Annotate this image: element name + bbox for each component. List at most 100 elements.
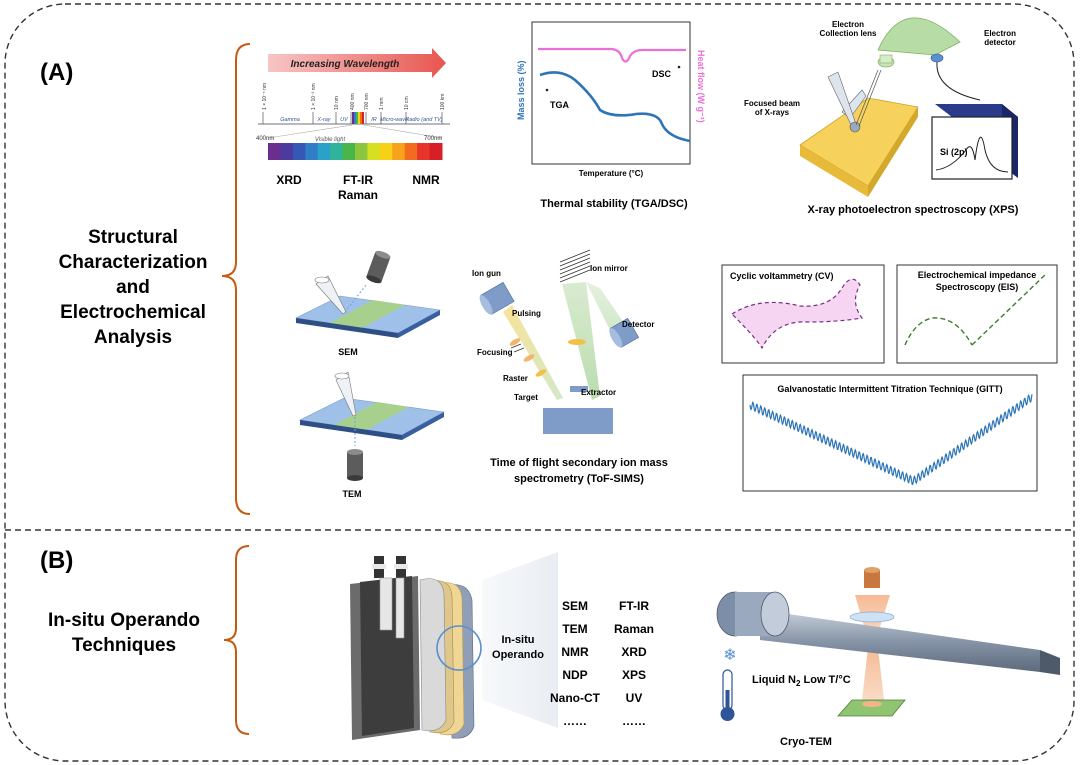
detector-label: Detector bbox=[622, 320, 654, 329]
nm-left: 400nm bbox=[256, 136, 274, 142]
eis-label-1: Electrochemical impedance bbox=[918, 270, 1037, 280]
svg-text:1 × 10⁻⁵ nm: 1 × 10⁻⁵ nm bbox=[262, 83, 268, 110]
tga-axis-label: Mass loss (%) bbox=[516, 60, 526, 120]
zoom-circle bbox=[436, 625, 482, 671]
visible-strip-small bbox=[352, 112, 364, 124]
svg-text:Gamma: Gamma bbox=[280, 117, 300, 123]
svg-text:X-ray: X-ray bbox=[316, 117, 331, 123]
spectrum-color-band bbox=[305, 143, 319, 160]
wavelength-arrow-label: Increasing Wavelength bbox=[291, 59, 400, 70]
technique-raman: Raman bbox=[614, 622, 654, 636]
technique-more-left: …… bbox=[563, 714, 587, 728]
svg-text:Electrochemical: Electrochemical bbox=[60, 302, 206, 323]
thermal-x-label: Temperature (°C) bbox=[579, 169, 644, 178]
focusing-label: Focusing bbox=[477, 348, 513, 357]
technique-ndp: NDP bbox=[562, 668, 587, 682]
cryo-caption: Cryo-TEM bbox=[780, 736, 832, 748]
technique-uv: UV bbox=[626, 691, 643, 705]
panel-a-label: Structural Characterization and Electroc… bbox=[59, 227, 208, 348]
dsc-axis-label: Heat flow (W g⁻¹) bbox=[696, 50, 706, 123]
eis-semicircle bbox=[904, 317, 973, 346]
sem-diagram: SEM bbox=[295, 250, 441, 357]
tga-curve bbox=[539, 71, 691, 143]
svg-text:1 mm: 1 mm bbox=[379, 98, 385, 111]
spectrum-color-band bbox=[392, 143, 406, 160]
tof-sims-diagram: Ion gun Ion mirror Pulsing Detector Focu… bbox=[472, 249, 668, 485]
ion-gun-label: Ion gun bbox=[472, 269, 501, 278]
ion-mirror bbox=[559, 249, 591, 283]
technique-list: SEM TEM NMR NDP Nano-CT …… FT-IR Raman X… bbox=[550, 599, 654, 728]
svg-text:IR: IR bbox=[371, 117, 377, 123]
band-labels: Gamma X-ray UV IR Micro-wave Radio (and … bbox=[280, 117, 443, 123]
svg-text:Analysis: Analysis bbox=[94, 327, 172, 348]
spectrum-color-band bbox=[367, 143, 381, 160]
battery-cell: In-situ Operando bbox=[350, 552, 558, 740]
sem-label: SEM bbox=[338, 347, 358, 357]
cv-curve bbox=[731, 278, 864, 350]
sem-detector bbox=[366, 250, 391, 284]
panel-b-bracket bbox=[223, 545, 250, 735]
visible-light-label: Visible light bbox=[315, 137, 346, 143]
technique-nano-ct: Nano-CT bbox=[550, 691, 601, 705]
xps-caption: X-ray photoelectron spectroscopy (XPS) bbox=[808, 204, 1019, 216]
method-nmr: NMR bbox=[412, 173, 440, 187]
raster-label: Raster bbox=[503, 374, 528, 383]
technique-xps: XPS bbox=[622, 668, 646, 682]
tem-diagram: TEM bbox=[299, 371, 445, 499]
svg-text:Radio (and TV): Radio (and TV) bbox=[405, 117, 442, 123]
ion-gun bbox=[479, 281, 515, 315]
cryo-tem-diagram: ❄ Liquid N2 Low T/°C Cryo-TEM bbox=[716, 567, 1060, 748]
pulsing-label: Pulsing bbox=[512, 309, 541, 318]
cryo-sample-grid bbox=[837, 699, 906, 717]
svg-text:1 × 10⁻³ nm: 1 × 10⁻³ nm bbox=[311, 83, 317, 110]
cryo-condition-label: Liquid N2 Low T/°C bbox=[752, 674, 851, 688]
spectrum-color-band bbox=[342, 143, 356, 160]
technique-more-right: …… bbox=[622, 714, 646, 728]
technique-tem: TEM bbox=[562, 622, 587, 636]
spectrum-color-band bbox=[379, 143, 393, 160]
panel-b-label-2: Techniques bbox=[72, 635, 176, 656]
electron-detector bbox=[877, 17, 961, 56]
target-label: Target bbox=[514, 393, 538, 402]
thermal-caption: Thermal stability (TGA/DSC) bbox=[540, 198, 688, 210]
gitt-curve bbox=[749, 394, 1033, 486]
spectrum-color-band bbox=[417, 143, 431, 160]
lens-label-2: Collection lens bbox=[820, 29, 877, 38]
spectrum-color-band bbox=[268, 143, 281, 160]
eis-plot: Electrochemical impedance Spectroscopy (… bbox=[896, 264, 1058, 364]
method-raman: Raman bbox=[338, 188, 378, 202]
visible-spectrum-bar bbox=[268, 143, 443, 160]
si-peak-label: Si (2p) bbox=[940, 147, 968, 157]
svg-text:10 cm: 10 cm bbox=[404, 96, 410, 110]
panel-b-label-1: In-situ Operando bbox=[48, 610, 200, 631]
cv-plot: Cyclic voltammetry (CV) bbox=[721, 264, 885, 364]
tof-caption-1: Time of flight secondary ion mass bbox=[490, 457, 668, 469]
technique-ftir: FT-IR bbox=[619, 599, 649, 613]
tof-detector bbox=[609, 317, 640, 348]
extractor-label: Extractor bbox=[581, 388, 616, 397]
svg-text:400 nm: 400 nm bbox=[350, 93, 356, 110]
panel-a-bracket bbox=[221, 43, 251, 515]
tem-label: TEM bbox=[343, 489, 362, 499]
panel-b-letter: (B) bbox=[40, 547, 73, 574]
spectrum-color-band bbox=[429, 143, 443, 160]
technique-xrd: XRD bbox=[621, 645, 647, 659]
cv-label: Cyclic voltammetry (CV) bbox=[730, 271, 834, 281]
svg-text:Characterization: Characterization bbox=[59, 252, 208, 273]
detector-label-2: detector bbox=[984, 38, 1016, 47]
lens-label-1: Electron bbox=[832, 20, 864, 29]
gitt-label: Galvanostatic Intermittent Titration Tec… bbox=[777, 384, 1002, 394]
operando-label-2: Operando bbox=[492, 649, 544, 661]
spectrum-color-band bbox=[317, 143, 331, 160]
eis-label-2: Spectroscopy (EIS) bbox=[936, 282, 1019, 292]
spectrum-color-band bbox=[292, 143, 306, 160]
svg-text:Micro-wave: Micro-wave bbox=[380, 117, 408, 123]
operando-label-1: In-situ bbox=[502, 634, 535, 646]
technique-sem: SEM bbox=[562, 599, 588, 613]
thermal-plot-frame bbox=[531, 21, 691, 165]
cryo-holder-rod bbox=[760, 610, 1040, 672]
beam-label-1: Focused beam bbox=[744, 99, 800, 108]
wavelength-arrow bbox=[268, 48, 446, 78]
method-ftir: FT-IR bbox=[343, 173, 373, 187]
tof-caption-2: spectrometry (ToF-SIMS) bbox=[514, 473, 644, 485]
